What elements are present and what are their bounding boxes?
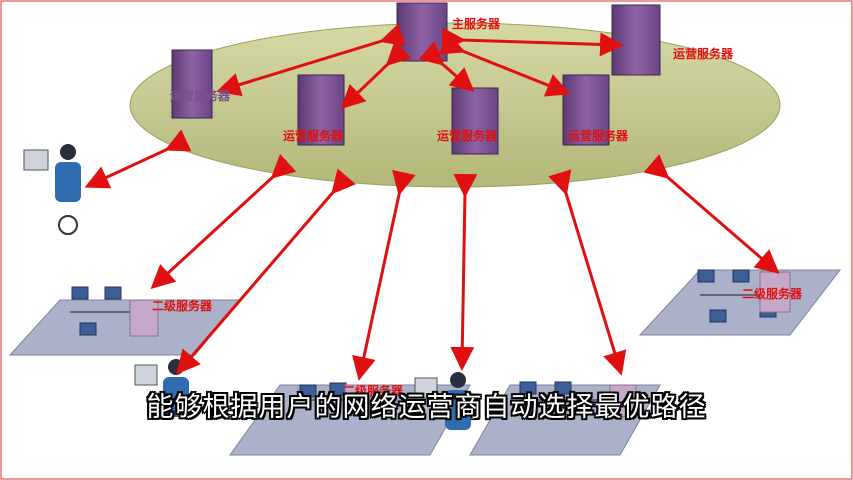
user-body-icon-3: [445, 390, 471, 430]
chair-icon: [58, 215, 78, 235]
user-body-icon: [55, 162, 81, 202]
l2-server-bottom-label: 二级服务器: [343, 383, 404, 398]
op-server-left-label: 运营服务器: [170, 88, 231, 103]
op-server-right-top-label: 运营服务器: [673, 46, 734, 61]
workstation-monitor-icon-2: [134, 364, 158, 386]
workstation-monitor-icon: [23, 149, 49, 171]
lan-platform-bottom: [229, 384, 471, 456]
l2-server-right-label: 二级服务器: [742, 286, 803, 301]
user-body-icon-2: [163, 377, 189, 417]
user-head-icon: [60, 144, 76, 160]
op-server-mid2-label: 运营服务器: [437, 128, 498, 143]
op-server-right-top-icon: [611, 4, 661, 76]
subtitle-caption: 能够根据用户的网络运营商自动选择最优路径: [146, 392, 707, 423]
connection-arrows: [84, 23, 780, 381]
workstation-monitor-icon-3: [414, 377, 438, 399]
main-server-label: 主服务器: [452, 16, 501, 31]
op-server-mid3-label: 运营服务器: [568, 128, 629, 143]
op-server-mid2-icon: [451, 87, 499, 155]
op-server-left-icon: [171, 49, 213, 119]
main-server-icon: [396, 2, 448, 62]
op-server-mid1-label: 运营服务器: [283, 128, 344, 143]
l2-server-left-label: 二级服务器: [152, 298, 213, 313]
user-icons: [23, 144, 471, 430]
op-server-mid3-icon: [562, 74, 610, 146]
user-head-icon-3: [450, 372, 466, 388]
l2-server-icons: [129, 271, 791, 418]
